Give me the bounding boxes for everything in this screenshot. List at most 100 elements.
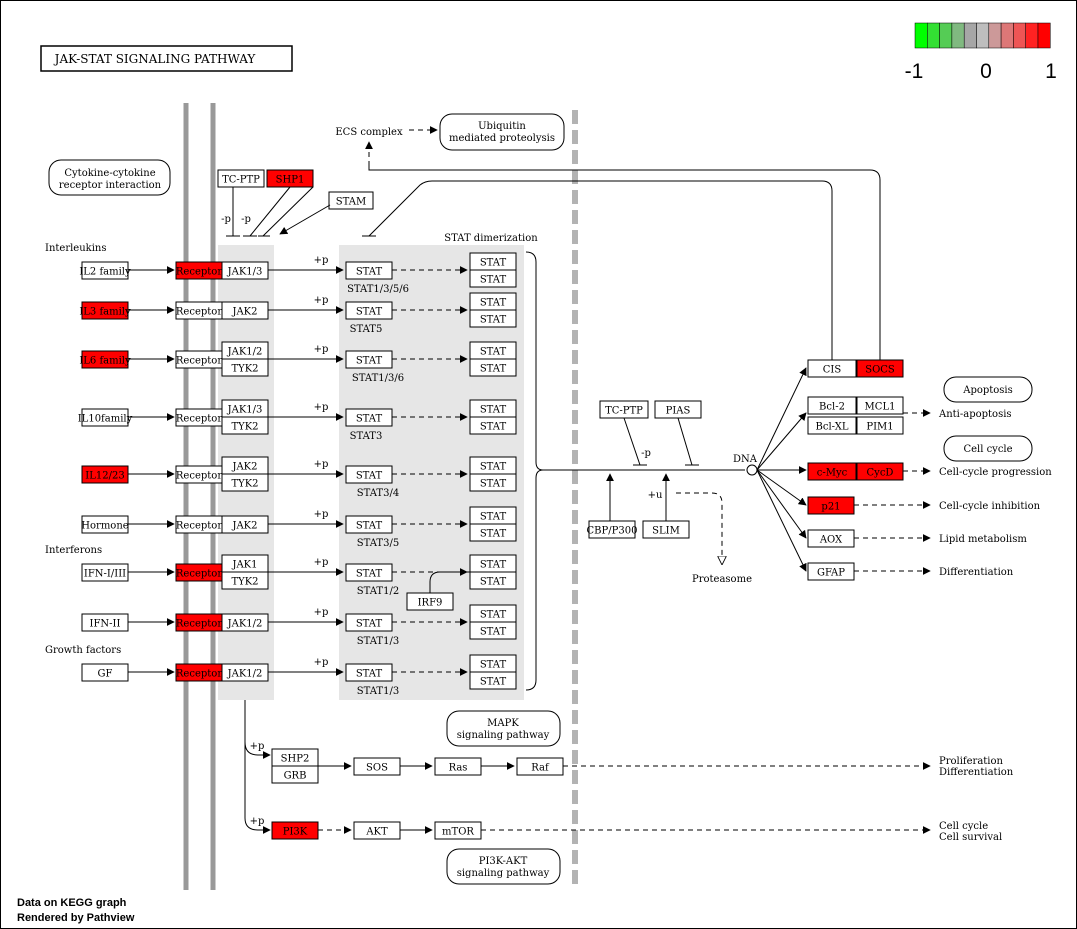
ligand-ifn-i-iii[interactable]: IFN-I/III <box>81 563 129 582</box>
stat-box[interactable]: STAT <box>345 261 393 280</box>
c-myc-box[interactable]: c-Myc <box>807 462 857 481</box>
stat-type-label: STAT1/2 <box>357 586 399 597</box>
ligand-ifn-ii[interactable]: IFN-II <box>81 613 129 632</box>
stat-box[interactable]: STAT <box>345 350 393 369</box>
stat-dimer-bottom[interactable]: STAT <box>469 671 517 690</box>
jak-jak2[interactable]: JAK2 <box>221 456 269 475</box>
stat-dimer-top[interactable]: STAT <box>469 292 517 311</box>
jak-jak1-2[interactable]: JAK1/2 <box>221 613 269 632</box>
bcl-xl-box[interactable]: Bcl-XL <box>807 416 857 435</box>
cbp-p300-box[interactable]: CBP/P300 <box>587 520 638 539</box>
raf-box[interactable]: Raf <box>516 757 564 776</box>
stat-dimer-top[interactable]: STAT <box>469 252 517 271</box>
stat-dimer-top[interactable]: STAT <box>469 654 517 673</box>
stat-dimer-bottom[interactable]: STAT <box>469 473 517 492</box>
grb-box[interactable]: GRB <box>271 765 319 784</box>
jak-tyk2[interactable]: TYK2 <box>221 473 269 492</box>
phosphorylation-label: +p <box>314 607 329 618</box>
receptor-il2-family[interactable]: Receptor <box>175 261 223 280</box>
aox-box[interactable]: AOX <box>807 529 855 548</box>
stam-box[interactable]: STAM <box>328 191 374 210</box>
ras-box[interactable]: Ras <box>434 757 482 776</box>
receptor-hormone[interactable]: Receptor <box>175 515 223 534</box>
irf9-box[interactable]: IRF9 <box>406 592 454 611</box>
pi3k-akt-pathway-link[interactable]: PI3K-AKT signaling pathway <box>446 848 561 885</box>
stat-box[interactable]: STAT <box>345 563 393 582</box>
tc-ptp-box[interactable]: TC-PTP <box>217 169 265 188</box>
stat-dimer-bottom[interactable]: STAT <box>469 621 517 640</box>
pim1-box[interactable]: PIM1 <box>856 416 904 435</box>
ubiquitin-pathway-link[interactable]: Ubiquitin mediated proteolysis <box>439 113 565 151</box>
receptor-ifn-ii[interactable]: Receptor <box>175 613 223 632</box>
receptor-ifn-i-iii[interactable]: Receptor <box>175 563 223 582</box>
stat-box[interactable]: STAT <box>345 408 393 427</box>
cycd-box[interactable]: CycD <box>856 462 904 481</box>
stat-box[interactable]: STAT <box>345 465 393 484</box>
jak-jak1-2[interactable]: JAK1/2 <box>221 341 269 360</box>
jak-jak2[interactable]: JAK2 <box>221 301 269 320</box>
stat-dimer-bottom[interactable]: STAT <box>469 309 517 328</box>
legend-min-label: -1 <box>905 60 924 83</box>
receptor-il3-family[interactable]: Receptor <box>175 301 223 320</box>
receptor-il12-23[interactable]: Receptor <box>175 465 223 484</box>
cell-cycle-pathway-link[interactable]: Cell cycle <box>943 435 1033 462</box>
ligand-il10family[interactable]: IL10family <box>78 408 133 427</box>
jak-jak1-3[interactable]: JAK1/3 <box>221 261 269 280</box>
stat-dimer-top[interactable]: STAT <box>469 604 517 623</box>
pi3k-box[interactable]: PI3K <box>271 821 319 840</box>
ubiquitin-label-line2: mediated proteolysis <box>449 133 555 144</box>
stat-dimer-top[interactable]: STAT <box>469 506 517 525</box>
ligand-il3-family[interactable]: IL3 family <box>79 301 131 320</box>
jak-jak1-3[interactable]: JAK1/3 <box>221 399 269 418</box>
stat-dimer-top[interactable]: STAT <box>469 554 517 573</box>
stat-box[interactable]: STAT <box>345 663 393 682</box>
pias-box-label: PIAS <box>666 406 691 417</box>
pias-box[interactable]: PIAS <box>654 400 702 419</box>
shp1-box[interactable]: SHP1 <box>266 169 314 188</box>
ligand-il12-23[interactable]: IL12/23 <box>81 465 129 484</box>
receptor-gf[interactable]: Receptor <box>175 663 223 682</box>
slim-to-proteasome-arrow <box>676 492 722 564</box>
ligand-gf[interactable]: GF <box>81 663 129 682</box>
jak-tyk2[interactable]: TYK2 <box>221 358 269 377</box>
slim-box[interactable]: SLIM <box>642 520 690 539</box>
gfap-box[interactable]: GFAP <box>807 562 855 581</box>
stat-dimer-bottom[interactable]: STAT <box>469 523 517 542</box>
sos-box[interactable]: SOS <box>353 757 401 776</box>
apoptosis-pathway-link[interactable]: Apoptosis <box>943 376 1033 403</box>
receptor-il6-family[interactable]: Receptor <box>175 350 223 369</box>
cis-box[interactable]: CIS <box>807 359 857 378</box>
tc-ptp-nuclear-box[interactable]: TC-PTP <box>599 400 649 419</box>
shp2-box[interactable]: SHP2 <box>271 748 319 767</box>
cytokine-pathway-link[interactable]: Cytokine-cytokine receptor interaction <box>48 159 171 196</box>
mtor-box[interactable]: mTOR <box>434 821 482 840</box>
p21-box[interactable]: p21 <box>807 496 855 515</box>
stat-dimer-top[interactable]: STAT <box>469 341 517 360</box>
stat-dimer-bottom[interactable]: STAT <box>469 416 517 435</box>
socs-box[interactable]: SOCS <box>856 359 904 378</box>
jak-jak1-2[interactable]: JAK1/2 <box>221 663 269 682</box>
ligand-hormone[interactable]: Hormone <box>81 515 129 534</box>
jak-tyk2[interactable]: TYK2 <box>221 416 269 435</box>
stat-dimer-bottom[interactable]: STAT <box>469 571 517 590</box>
bcl2-box[interactable]: Bcl-2 <box>807 396 857 415</box>
phosphorylation-label: +p <box>314 459 329 470</box>
jak-tyk2[interactable]: TYK2 <box>221 571 269 590</box>
stat-box[interactable]: STAT <box>345 515 393 534</box>
akt-box[interactable]: AKT <box>353 821 401 840</box>
stat-dimer-bottom[interactable]: STAT <box>469 269 517 288</box>
jak-jak2-label: JAK2 <box>231 462 257 473</box>
stat-box[interactable]: STAT <box>345 613 393 632</box>
mapk-pathway-link[interactable]: MAPK signaling pathway <box>446 710 561 747</box>
jak-jak1[interactable]: JAK1 <box>221 554 269 573</box>
ligand-il6-family[interactable]: IL6 family <box>79 350 131 369</box>
ligand-il2-family[interactable]: IL2 family <box>79 261 131 280</box>
receptor-il10family[interactable]: Receptor <box>175 408 223 427</box>
stat-dimer-top[interactable]: STAT <box>469 456 517 475</box>
stat-dimer-top[interactable]: STAT <box>469 399 517 418</box>
stat-box[interactable]: STAT <box>345 301 393 320</box>
mcl1-box[interactable]: MCL1 <box>856 396 904 415</box>
cycd-box-label: CycD <box>867 468 894 479</box>
jak-jak2[interactable]: JAK2 <box>221 515 269 534</box>
stat-dimer-bottom[interactable]: STAT <box>469 358 517 377</box>
